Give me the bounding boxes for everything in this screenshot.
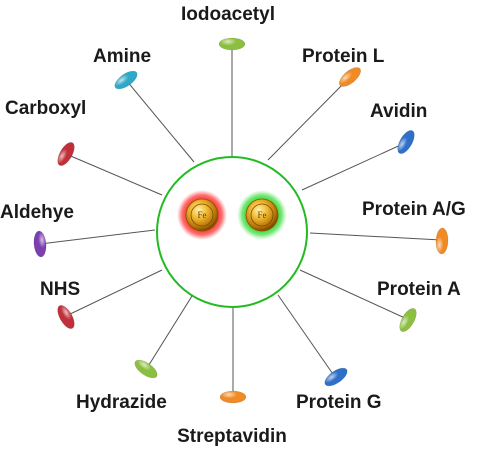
label-protein-l: Protein L bbox=[302, 46, 385, 67]
spoke-hydrazide bbox=[146, 295, 193, 369]
pill-avidin bbox=[397, 130, 415, 154]
spoke-protein-l bbox=[267, 77, 350, 161]
pill-iodoacetyl bbox=[218, 37, 246, 51]
label-protein-g: Protein G bbox=[296, 392, 382, 413]
label-nhs: NHS bbox=[40, 279, 80, 300]
pill-carboxyl bbox=[57, 142, 75, 166]
label-hydrazide: Hydrazide bbox=[76, 392, 167, 413]
fe-particle-red: Fe bbox=[177, 190, 227, 240]
spoke-carboxyl bbox=[65, 153, 163, 196]
spoke-protein-a bbox=[299, 269, 408, 320]
label-avidin: Avidin bbox=[370, 101, 427, 122]
pill-aldehye bbox=[33, 230, 47, 258]
fe-label-red: Fe bbox=[198, 210, 207, 220]
pill-streptavidin bbox=[219, 390, 247, 404]
label-carboxyl: Carboxyl bbox=[5, 98, 86, 119]
spoke-amine bbox=[125, 79, 195, 163]
spoke-nhs bbox=[65, 269, 163, 317]
pill-protein-a bbox=[399, 308, 417, 332]
pill-protein-ag bbox=[435, 227, 449, 255]
label-protein-a: Protein A bbox=[377, 279, 461, 300]
spoke-protein-ag bbox=[309, 232, 442, 241]
spoke-avidin bbox=[301, 142, 406, 191]
pill-protein-l bbox=[339, 67, 361, 87]
label-aldehye: Aldehye bbox=[0, 202, 74, 223]
spoke-lines bbox=[39, 46, 442, 395]
label-protein-ag: Protein A/G bbox=[362, 199, 466, 220]
label-amine: Amine bbox=[93, 46, 151, 67]
label-streptavidin: Streptavidin bbox=[177, 426, 287, 447]
pill-amine bbox=[114, 70, 138, 90]
spoke-aldehye bbox=[39, 229, 156, 245]
label-iodoacetyl: Iodoacetyl bbox=[181, 4, 275, 25]
spoke-protein-g bbox=[277, 294, 336, 378]
ligand-pills bbox=[33, 37, 449, 404]
pill-protein-g bbox=[324, 367, 348, 387]
ligand-labels: Iodoacetyl Protein L Avidin Protein A/G … bbox=[0, 4, 466, 447]
fe-label-green: Fe bbox=[258, 210, 267, 220]
bead-ring bbox=[156, 156, 308, 308]
pill-hydrazide bbox=[134, 359, 158, 379]
pill-nhs bbox=[57, 305, 75, 329]
fe-particle-green: Fe bbox=[237, 190, 287, 240]
